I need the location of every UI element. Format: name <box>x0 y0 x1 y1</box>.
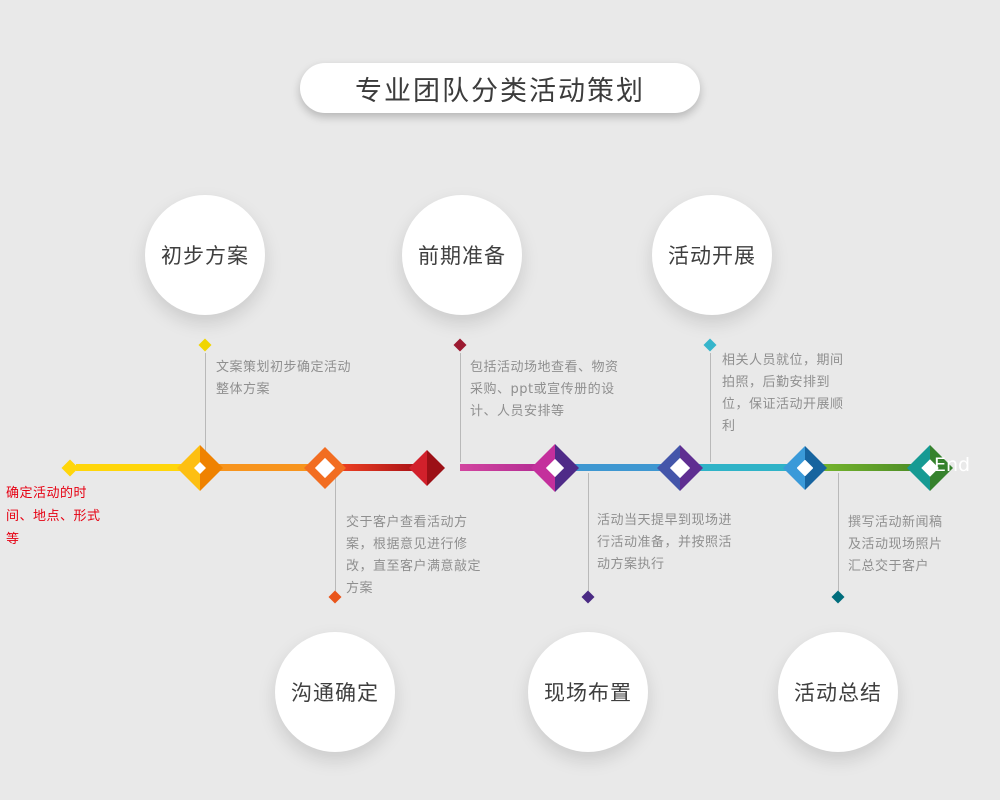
marker-diamond-communication <box>328 590 342 604</box>
marker-diamond-site-setup <box>581 590 595 604</box>
node-inner-diamond <box>194 462 206 474</box>
node-inner-diamond <box>796 459 814 477</box>
timeline-segment-cyan <box>694 464 794 471</box>
page-title: 专业团队分类活动策划 <box>355 75 645 107</box>
timeline-node-communication <box>304 447 346 489</box>
desc-site-setup: 活动当天提早到现场进行活动准备，并按照活动方案执行 <box>597 513 733 573</box>
desc-communication: 交于客户查看活动方案，根据意见进行修改，直至客户满意敲定方案 <box>346 515 482 597</box>
stage-circle-summary: 活动总结 <box>778 632 898 752</box>
connector-line-preparation <box>460 353 461 462</box>
marker-diamond-preparation <box>453 338 467 352</box>
timeline-segment-yellow <box>76 464 188 471</box>
marker-diamond-initial-plan <box>198 338 212 352</box>
timeline-segment-blue <box>568 464 670 471</box>
timeline-node-initial-plan <box>177 445 223 491</box>
node-inner-diamond <box>921 459 939 477</box>
timeline-node-site-setup <box>657 445 703 491</box>
start-note: 确定活动的时间、地点、形式等 <box>6 486 101 547</box>
node-inner-diamond <box>669 457 691 479</box>
marker-diamond-summary <box>831 590 845 604</box>
stage-circle-initial-plan: 初步方案 <box>145 195 265 315</box>
connector-line-summary <box>838 473 839 591</box>
desc-preparation: 包括活动场地查看、物资采购、ppt或宣传册的设计、人员安排等 <box>470 360 619 420</box>
stage-label-initial-plan: 初步方案 <box>161 244 249 268</box>
stage-label-summary: 活动总结 <box>794 681 882 705</box>
desc-activity-launch: 相关人员就位，期间拍照，后勤安排到位，保证活动开展顺利 <box>722 353 844 435</box>
connector-line-communication <box>335 473 336 591</box>
timeline-segment-magenta <box>460 464 546 471</box>
timeline-node-red <box>409 450 445 486</box>
timeline-start-diamond <box>61 459 79 477</box>
connector-line-site-setup <box>588 473 589 591</box>
node-inner-diamond <box>545 458 565 478</box>
timeline-node-preparation <box>531 444 579 492</box>
connector-line-initial-plan <box>205 353 206 462</box>
desc-initial-plan: 文案策划初步确定活动整体方案 <box>216 360 352 398</box>
stage-label-activity-launch: 活动开展 <box>668 244 756 268</box>
marker-diamond-activity-launch <box>703 338 717 352</box>
desc-summary: 撰写活动新闻稿及活动现场照片汇总交于客户 <box>848 515 943 575</box>
stage-circle-communication: 沟通确定 <box>275 632 395 752</box>
stage-label-communication: 沟通确定 <box>291 681 379 705</box>
stage-circle-activity-launch: 活动开展 <box>652 195 772 315</box>
stage-label-site-setup: 现场布置 <box>544 681 632 705</box>
timeline-node-activity-launch <box>783 446 827 490</box>
connector-line-activity-launch <box>710 353 711 462</box>
stage-label-preparation: 前期准备 <box>418 244 506 268</box>
stage-circle-preparation: 前期准备 <box>402 195 522 315</box>
stage-circle-site-setup: 现场布置 <box>528 632 648 752</box>
title-banner: 专业团队分类活动策划 <box>300 63 700 113</box>
timeline-segment-orange <box>214 464 314 471</box>
timeline-segment-green <box>818 464 920 471</box>
node-inner-diamond <box>314 457 336 479</box>
end-label: End <box>934 454 971 476</box>
timeline-segment-red <box>338 464 422 471</box>
